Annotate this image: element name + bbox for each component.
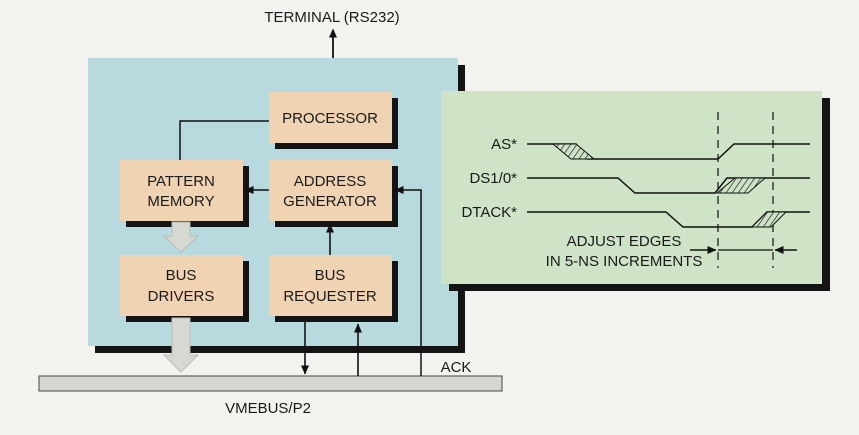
bus-drivers-block — [120, 255, 243, 316]
memory-to-drivers-wide-arrow — [162, 221, 200, 253]
pattern-memory-label-line2: MEMORY — [147, 193, 214, 210]
bus-drivers-label-line1: BUS — [166, 267, 197, 284]
timing-signal-ds-label: DS1/0* — [469, 170, 517, 187]
timing-signal-dtack-label: DTACK* — [461, 204, 517, 221]
vmebus-label: VMEBUS/P2 — [225, 400, 311, 417]
timing-note-line1: ADJUST EDGES — [567, 233, 682, 250]
ack-feedback-line — [394, 186, 422, 376]
address-generator-block — [269, 160, 392, 221]
pattern-memory-label-line1: PATTERN — [147, 173, 215, 190]
bus-requester-label-line2: REQUESTER — [283, 288, 377, 305]
bus-drivers-label-line2: DRIVERS — [148, 288, 215, 305]
bus-requester-label-line1: BUS — [315, 267, 346, 284]
drivers-to-bus-wide-arrow — [162, 317, 200, 373]
processor-block — [269, 92, 392, 143]
vmebus-bar — [38, 375, 503, 392]
pattern-memory-block — [120, 160, 243, 221]
processor-to-memory-line — [179, 120, 269, 160]
bus-requester-block — [269, 255, 392, 316]
timing-panel — [441, 91, 822, 284]
terminal-label: TERMINAL (RS232) — [264, 9, 399, 26]
timing-note-line2: IN 5-NS INCREMENTS — [546, 253, 703, 270]
timing-signal-ds-hatch — [715, 177, 767, 194]
timing-signal-dtack-hatch — [750, 211, 788, 228]
processor-label: PROCESSOR — [282, 110, 378, 127]
timing-signal-as-hatch — [551, 143, 596, 160]
address-generator-label-line1: ADDRESS — [294, 173, 367, 190]
address-generator-label-line2: GENERATOR — [283, 193, 377, 210]
timing-signal-as-label: AS* — [491, 136, 517, 153]
ack-label: ACK — [441, 359, 472, 376]
